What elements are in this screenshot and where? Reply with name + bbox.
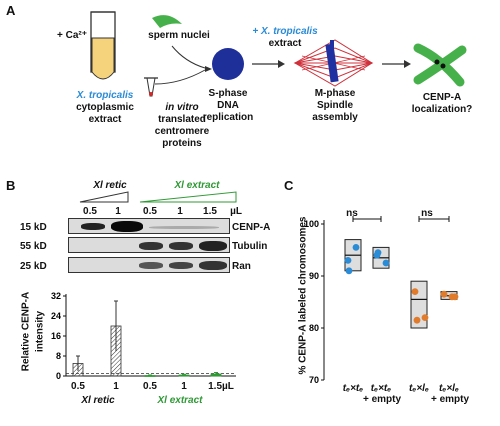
ns-label-1: ns	[346, 208, 358, 219]
plus-tropicalis-label: + X. tropicalis	[252, 26, 318, 37]
lane-label-1: 0.5	[83, 206, 97, 217]
extract2-label: extract	[268, 38, 302, 49]
assembly-label: assembly	[312, 112, 358, 123]
kd-label-2: 55 kD	[20, 241, 47, 252]
blot-tubulin	[68, 237, 230, 253]
panel-a-label: A	[6, 3, 16, 18]
blot-ran	[68, 257, 230, 273]
tropicalis-label: X. tropicalis	[76, 90, 134, 101]
bar-xtick-5: 1.5µL	[208, 381, 234, 392]
data-point	[345, 267, 353, 275]
invitro-label: in vitro	[165, 102, 199, 113]
data-point	[374, 249, 382, 256]
test-tube-icon	[90, 11, 116, 80]
group-label-2b: + empty	[362, 394, 402, 405]
lane-label-5: 1.5	[203, 206, 217, 217]
data-point	[411, 288, 419, 295]
sperm-icon	[152, 15, 182, 28]
bar-ytick-label: 32	[51, 291, 61, 301]
localization-label: localization?	[411, 104, 473, 115]
kd-label-3: 25 kD	[20, 261, 47, 272]
bar-xtick-4: 1	[181, 381, 187, 392]
cenpa-label: CENP-A	[422, 92, 462, 103]
lane-label-3: 0.5	[143, 206, 157, 217]
group-label-3: tₑ×lₑ	[409, 383, 429, 394]
data-point	[382, 259, 390, 267]
bar-ytick-label: 8	[56, 351, 61, 361]
panel-a-schematic	[90, 11, 467, 97]
sphase-label: S-phase	[208, 88, 248, 99]
sperm-label: sperm nuclei	[148, 30, 210, 41]
kd-label-1: 15 kD	[20, 222, 47, 233]
cytoplasmic-label: cytoplasmic	[76, 102, 134, 113]
bar-xtick-3: 0.5	[143, 381, 157, 392]
bar-group-retic: Xl retic	[81, 395, 115, 406]
blot-cenpa	[68, 218, 230, 234]
lane-unit-label: µL	[230, 206, 242, 217]
data-point	[352, 244, 360, 251]
dna-label: DNA	[217, 100, 239, 111]
bar-xtick-2: 1	[113, 381, 119, 392]
mphase-label: M-phase	[314, 88, 356, 99]
data-point	[451, 293, 459, 301]
group-label-1: tₑ×tₑ	[342, 383, 364, 394]
data-point	[344, 257, 352, 264]
calcium-label: + Ca²⁺	[56, 30, 87, 41]
panel-c-label: C	[284, 178, 294, 193]
bar-ytick-label: 24	[51, 311, 61, 321]
centromere-label: centromere	[154, 126, 210, 137]
protein-label-3: Ran	[232, 261, 251, 272]
bar-ytick-label: 0	[56, 371, 61, 381]
bar-ytick-label: 16	[51, 331, 61, 341]
protein-label-2: Tubulin	[232, 241, 268, 252]
extract-label: extract	[88, 114, 122, 125]
xl-extract-header: Xl extract	[174, 180, 220, 191]
pipette-icon	[144, 77, 158, 97]
proteins-label: proteins	[162, 138, 202, 149]
data-point	[440, 290, 448, 298]
scatter-ytick-label: 70	[309, 375, 319, 385]
chromosome-icon	[413, 43, 467, 87]
bar-xtick-1: 0.5	[71, 381, 85, 392]
data-point	[413, 316, 421, 324]
spindle-label: Spindle	[316, 100, 354, 111]
lane-label-2: 1	[115, 206, 121, 217]
translated-label: translated	[158, 114, 206, 125]
group-label-4b: + empty	[430, 394, 470, 405]
xl-retic-header: Xl retic	[93, 180, 127, 191]
data-point	[421, 314, 429, 321]
scatter-ytick-label: 80	[309, 323, 319, 333]
panel-b-label: B	[6, 178, 16, 193]
scatter-ytick-label: 100	[304, 219, 319, 229]
scatter-ytick-label: 90	[309, 271, 319, 281]
protein-label-1: CENP-A	[232, 222, 271, 233]
dna-nucleus-icon	[212, 48, 244, 80]
lane-label-4: 1	[177, 206, 183, 217]
bar-group-extract: Xl extract	[157, 395, 203, 406]
group-label-2: tₑ×tₑ	[370, 383, 392, 394]
group-label-4: tₑ×lₑ	[439, 383, 459, 394]
replication-label: replication	[202, 112, 254, 123]
ns-label-2: ns	[421, 208, 433, 219]
spindle-icon	[293, 39, 374, 87]
